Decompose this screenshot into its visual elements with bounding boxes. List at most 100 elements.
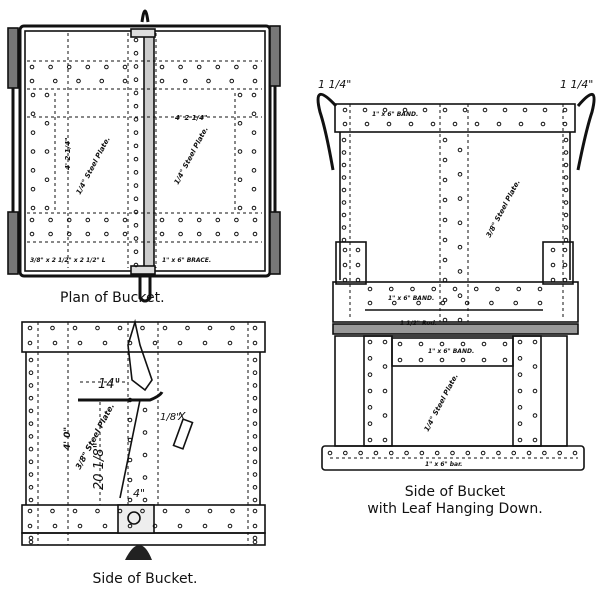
rivet xyxy=(502,107,508,113)
side-of-bucket-figure: 14" 4' 0" 3/8" Steel Plate. 20 1/8" 1/8"… xyxy=(21,318,266,587)
hinge-left-top xyxy=(7,27,19,89)
rivet xyxy=(29,231,35,237)
rivet xyxy=(341,162,347,168)
rivet xyxy=(85,64,91,70)
rivet xyxy=(206,78,211,84)
rivet xyxy=(496,121,502,127)
rivet xyxy=(537,286,543,292)
dim-20-label: 20 1/8" xyxy=(92,442,107,490)
rivet xyxy=(457,171,463,177)
plan-caption: Plan of Bucket. xyxy=(60,290,165,306)
plan-brace-label: 1" x 6" BRACE. xyxy=(162,257,211,264)
rivet xyxy=(517,437,523,443)
rivet xyxy=(367,372,373,377)
rivet xyxy=(481,341,487,347)
rivet xyxy=(159,64,165,70)
rivet xyxy=(481,357,487,363)
rivet xyxy=(537,300,543,306)
rivet xyxy=(416,300,421,306)
rivet xyxy=(30,92,36,98)
rivet xyxy=(127,457,133,463)
side-top-band xyxy=(21,321,266,353)
rivet xyxy=(419,450,425,456)
rivet xyxy=(422,107,428,113)
rivet xyxy=(465,450,471,456)
rivet xyxy=(234,217,239,223)
rivet xyxy=(234,64,239,70)
rivet xyxy=(251,92,257,98)
rivet xyxy=(434,450,440,456)
rivet xyxy=(563,175,569,180)
hinge-left-bottom xyxy=(7,211,19,275)
rivet xyxy=(355,262,361,268)
rivet xyxy=(457,293,463,299)
rivet xyxy=(140,508,145,514)
rivet xyxy=(196,217,202,223)
rivet xyxy=(133,196,139,202)
rivet xyxy=(133,170,139,175)
rivet xyxy=(367,356,373,361)
rivet xyxy=(44,177,50,183)
rivet xyxy=(252,472,258,477)
bottom-bar xyxy=(321,445,585,471)
rivet xyxy=(215,64,221,70)
corner-plate-right xyxy=(542,241,574,285)
rivet xyxy=(410,286,415,292)
rivet xyxy=(252,340,258,346)
rivet xyxy=(99,78,105,84)
rivet xyxy=(29,78,35,84)
rivet xyxy=(252,446,258,452)
rivet xyxy=(522,107,528,113)
rivet xyxy=(30,168,36,173)
rivet xyxy=(252,434,258,439)
rivet xyxy=(367,388,373,394)
rivet xyxy=(252,357,258,363)
brace-bottom-cap xyxy=(130,265,156,275)
rivet xyxy=(382,437,388,443)
rivet xyxy=(517,372,523,377)
rivet xyxy=(562,277,568,283)
rivet xyxy=(342,247,348,253)
x-mark-label: X xyxy=(177,410,186,423)
rivet xyxy=(142,475,148,480)
rivet xyxy=(66,64,72,70)
rivet xyxy=(127,523,133,529)
rivet xyxy=(418,341,424,347)
plan-rivets xyxy=(29,37,258,268)
rivet xyxy=(382,107,388,113)
rivet xyxy=(382,413,388,418)
rivet xyxy=(50,508,55,514)
rivet xyxy=(341,187,347,193)
rivet xyxy=(127,397,133,403)
rivet xyxy=(251,149,257,154)
rivet xyxy=(28,539,34,545)
rivet xyxy=(133,222,139,228)
rivet xyxy=(133,249,139,255)
rivet xyxy=(50,325,55,331)
rivet xyxy=(28,484,34,490)
rivet xyxy=(27,523,33,529)
rivet xyxy=(159,231,165,237)
rivet xyxy=(133,262,139,268)
rivet xyxy=(450,450,455,456)
rivet xyxy=(382,388,388,394)
rivet xyxy=(207,508,213,514)
rivet xyxy=(104,231,109,237)
rivet xyxy=(252,539,258,545)
rivet xyxy=(442,237,448,243)
rivet xyxy=(482,107,488,113)
rivet xyxy=(462,107,468,113)
hinge-rod xyxy=(332,323,579,335)
rivet xyxy=(532,339,538,345)
rivet xyxy=(127,437,133,443)
rivet xyxy=(532,388,538,394)
rivet xyxy=(367,421,373,426)
rivet xyxy=(563,150,569,155)
rivet xyxy=(159,78,165,84)
rivet xyxy=(202,340,208,346)
rivet xyxy=(72,508,78,514)
plan-vertical-dim: 4' 2 1/4" xyxy=(64,137,72,170)
rivet xyxy=(178,64,183,70)
rivet xyxy=(526,450,532,456)
rivet xyxy=(430,121,436,127)
